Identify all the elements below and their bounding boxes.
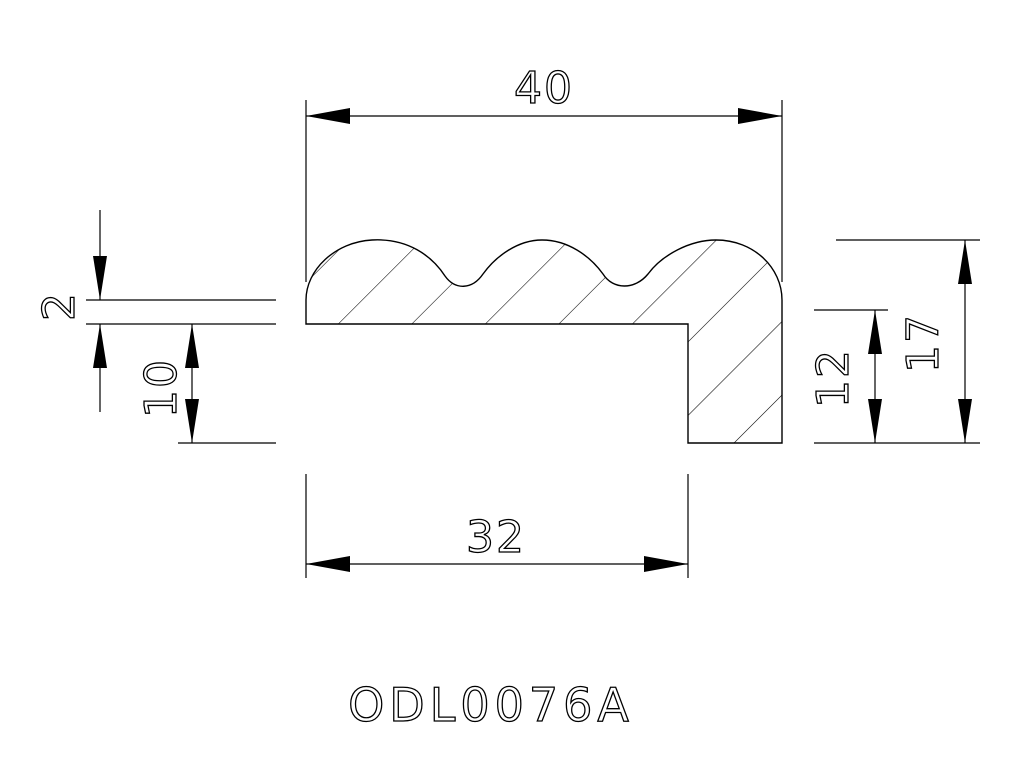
dimension-label-40: 40	[514, 63, 574, 114]
moulding-cross-section	[305, 239, 783, 444]
dimension-label-2: 2	[34, 291, 85, 321]
arrow-up-10	[185, 324, 199, 368]
arrow-up-12	[868, 310, 882, 354]
dimension-label-12: 12	[808, 348, 859, 408]
arrow-left-40	[306, 108, 350, 124]
arrow-right-40	[738, 108, 782, 124]
arrow-up-17	[958, 240, 972, 284]
arrow-left-32	[306, 556, 350, 572]
arrow-down-10	[185, 399, 199, 443]
arrow-up-2	[93, 324, 107, 368]
arrow-right-32	[644, 556, 688, 572]
part-code-label: ODL0076A	[348, 678, 634, 732]
arrow-down-2	[93, 256, 107, 300]
dimension-label-17: 17	[898, 313, 949, 373]
dimension-label-10: 10	[136, 358, 187, 418]
arrow-down-12	[868, 399, 882, 443]
arrow-down-17	[958, 399, 972, 443]
dimension-label-32: 32	[466, 512, 526, 563]
